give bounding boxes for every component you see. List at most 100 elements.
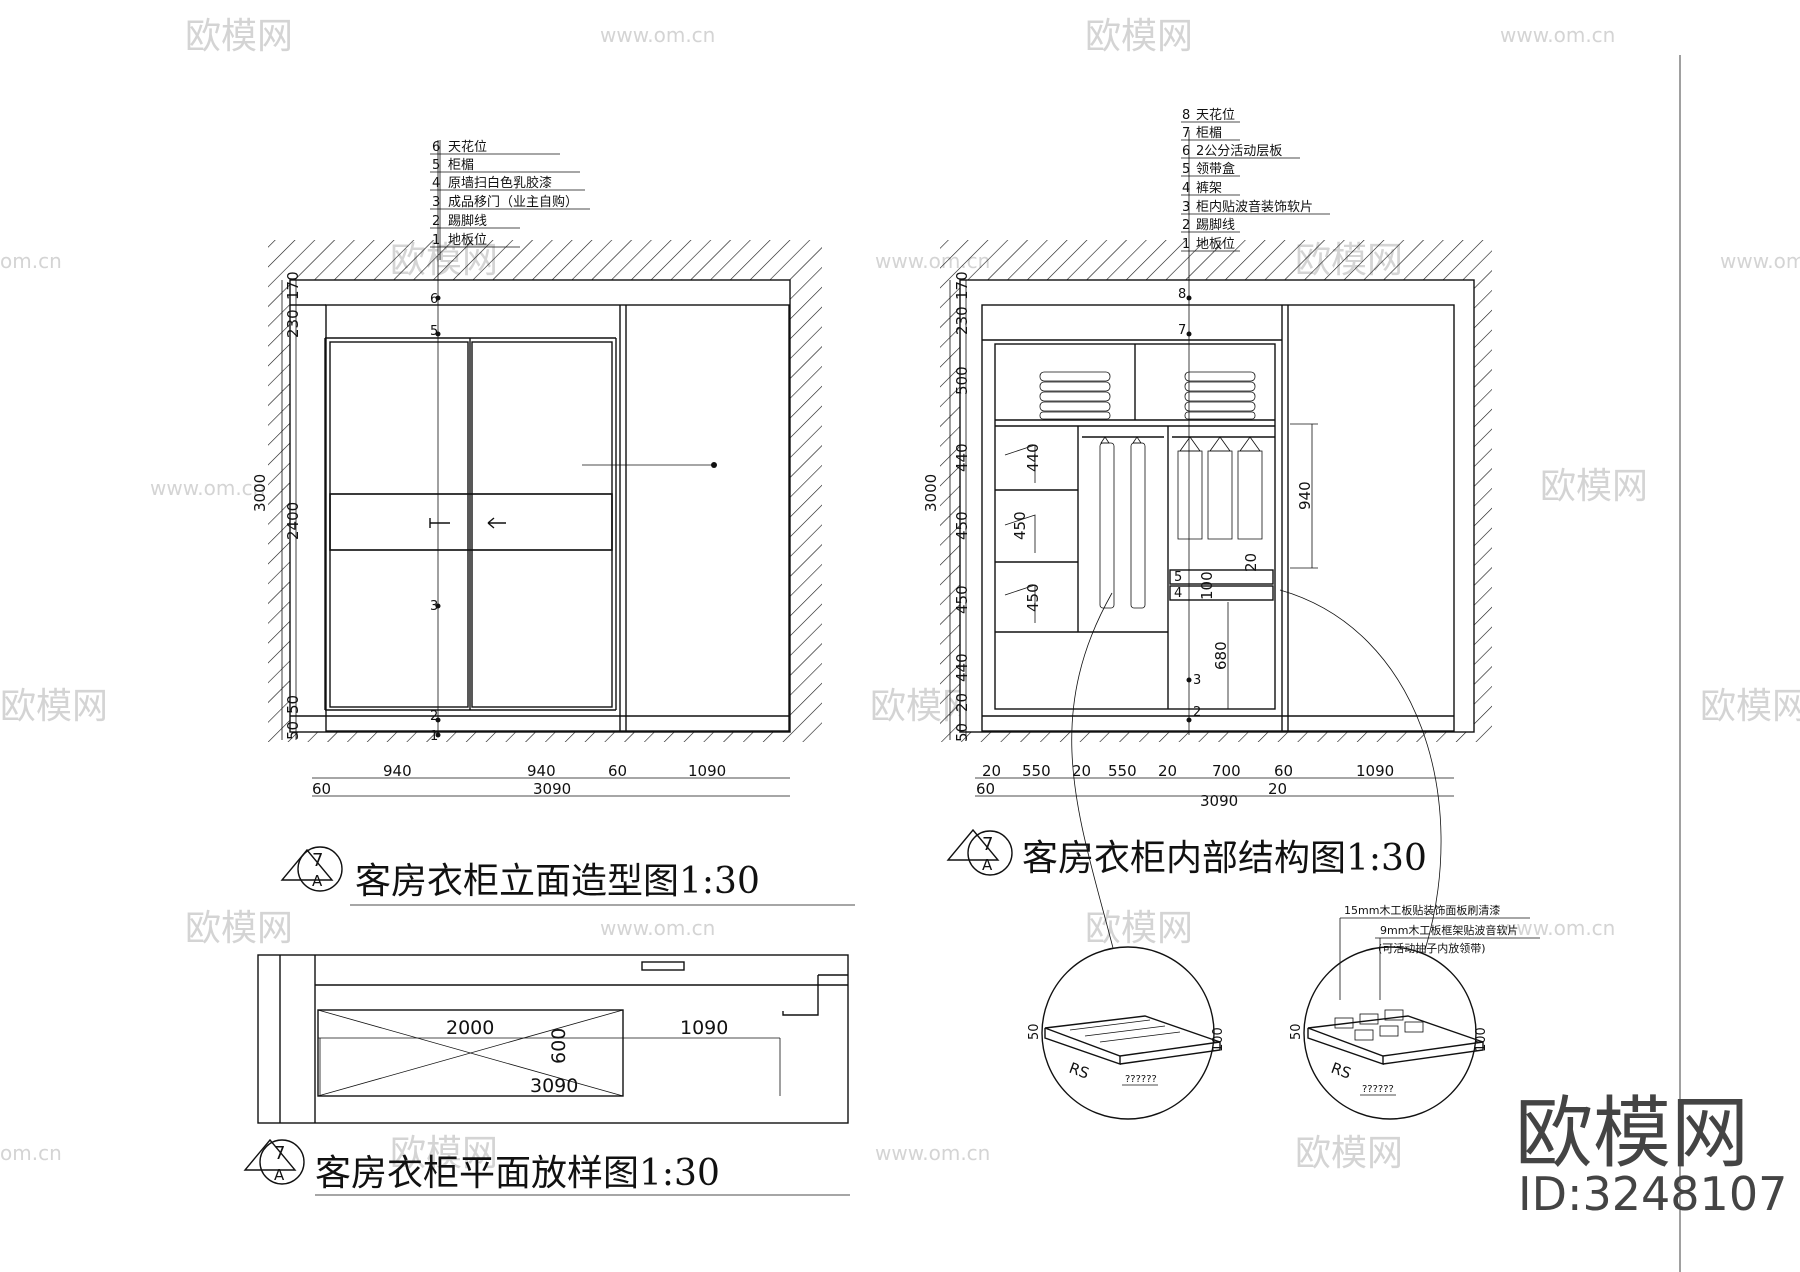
plan-outline bbox=[257, 954, 849, 1124]
marker-6: 6 bbox=[430, 292, 438, 307]
brand-id: ID:3248107 bbox=[1518, 1167, 1787, 1221]
callout-text: 天花位 bbox=[1196, 107, 1235, 123]
callout-text: 地板位 bbox=[1196, 237, 1235, 252]
tie-tray-detail bbox=[1044, 1015, 1221, 1065]
watermark-brand: 欧模网 bbox=[185, 908, 293, 949]
callout-number: 4 bbox=[1182, 181, 1190, 196]
detail-dim: RS bbox=[1329, 1059, 1354, 1083]
watermark-brand: 欧模网 bbox=[0, 686, 108, 727]
detail-circle-left bbox=[1041, 946, 1215, 1120]
dim-value: 450 bbox=[953, 585, 971, 614]
callout-text: 踢脚线 bbox=[1196, 217, 1235, 233]
marker-1: 1 bbox=[430, 729, 438, 744]
dim-value: 550 bbox=[1108, 762, 1137, 780]
dim-value: 60 bbox=[1274, 762, 1293, 780]
detail-dim: 100 bbox=[1211, 1027, 1226, 1052]
hanging-shirts-icon bbox=[1177, 436, 1263, 540]
callout-number: 3 bbox=[1182, 200, 1190, 215]
plan-dim-1090: 1090 bbox=[680, 1017, 728, 1039]
rack-tray-detail bbox=[1307, 1009, 1484, 1065]
inner-dim: 5 bbox=[1174, 570, 1182, 585]
callout-text: 天花位 bbox=[448, 139, 487, 155]
detail-dim: RS bbox=[1067, 1059, 1092, 1083]
callout-number: 2 bbox=[432, 214, 440, 229]
marker-2: 2 bbox=[1193, 705, 1201, 720]
callout-text: 2公分活动层板 bbox=[1196, 144, 1282, 159]
title-symbol-letter: A bbox=[274, 1166, 285, 1184]
dim-total: 3090 bbox=[533, 780, 571, 798]
interior-title: 客房衣柜内部结构图1:30 bbox=[1022, 838, 1427, 879]
dim-edge: 60 bbox=[312, 780, 331, 798]
callout-number: 4 bbox=[432, 176, 440, 191]
callout-text: 柜楣 bbox=[1196, 126, 1222, 141]
dim-value: 550 bbox=[1022, 762, 1051, 780]
dim-value: 20 bbox=[982, 762, 1001, 780]
plan-title: 客房衣柜平面放样图1:30 bbox=[315, 1153, 720, 1194]
dim-value: 440 bbox=[953, 653, 971, 682]
callout-number: 8 bbox=[1182, 108, 1190, 123]
dim-door-left: 940 bbox=[383, 762, 412, 780]
interior-drawing: 8 7 3 2 8 天花位 7 柜楣 6 2公分活动层板 5 领带盒 4 裤架 … bbox=[922, 107, 1492, 879]
callout-text: 地板位 bbox=[448, 233, 487, 248]
watermark-url: www.om.cn bbox=[150, 476, 265, 500]
dim-lintel: 230 bbox=[284, 309, 302, 338]
dim-value: 500 bbox=[953, 366, 971, 395]
dim-value: 20 bbox=[1158, 762, 1177, 780]
title-symbol-letter: A bbox=[982, 856, 993, 874]
watermark-brand: 欧模网 bbox=[390, 1133, 498, 1174]
callout-text: 成品移门（业主自购） bbox=[448, 194, 578, 210]
inner-dim: 100 bbox=[1198, 571, 1216, 600]
dim-value: 20 bbox=[1072, 762, 1091, 780]
dim-height: 3000 bbox=[251, 474, 269, 512]
callout-number: 5 bbox=[432, 158, 440, 173]
wardrobe-frame bbox=[325, 304, 790, 732]
callout-number: 1 bbox=[432, 233, 440, 248]
elevation-callouts: 6 天花位 5 柜楣 4 原墙扫白色乳胶漆 3 成品移门（业主自购） 2 踢脚线… bbox=[430, 139, 590, 260]
dim-total: 3090 bbox=[1200, 792, 1238, 810]
opening-outline bbox=[289, 279, 791, 733]
dim-floor: 50 bbox=[284, 721, 302, 740]
dim-value: 20 bbox=[953, 693, 971, 712]
watermark-brand: 欧模网 bbox=[1085, 16, 1193, 57]
callout-text: 裤架 bbox=[1196, 181, 1222, 196]
watermark-brand: 欧模网 bbox=[185, 16, 293, 57]
branding-block: 欧模网 ID:3248107 bbox=[1515, 1089, 1787, 1221]
dim-value: 60 bbox=[976, 780, 995, 798]
watermark-url: www.om.cn bbox=[1500, 916, 1615, 940]
inner-dim: 680 bbox=[1212, 641, 1230, 670]
callout-number: 1 bbox=[1182, 237, 1190, 252]
plan-dim-2000: 2000 bbox=[446, 1017, 494, 1039]
hanging-trousers-icon bbox=[1099, 436, 1146, 609]
detail-caption: ?????? bbox=[1125, 1074, 1157, 1085]
tie-box bbox=[1169, 569, 1274, 585]
elevation-title: 客房衣柜立面造型图1:30 bbox=[355, 861, 760, 902]
plan-drawing: 2000 1090 600 3090 7 A 客房衣柜平面放样图1:30 bbox=[243, 954, 850, 1196]
title-symbol-letter: A bbox=[312, 872, 323, 890]
callout-number: 7 bbox=[1182, 126, 1190, 141]
dim-door-right: 940 bbox=[527, 762, 556, 780]
callout-text: 柜楣 bbox=[448, 158, 474, 173]
watermark-brand: 欧模网 bbox=[1700, 686, 1800, 727]
detail-dim: 50 bbox=[1027, 1023, 1042, 1040]
dim-value: 440 bbox=[953, 443, 971, 472]
inner-dim: 20 bbox=[1242, 553, 1260, 572]
dim-value: 170 bbox=[953, 271, 971, 300]
detail-dim: 50 bbox=[1289, 1023, 1304, 1040]
title-symbol-number: 7 bbox=[982, 834, 993, 855]
dim-height: 3000 bbox=[922, 474, 940, 512]
watermark-brand: 欧模网 bbox=[1540, 466, 1648, 507]
folded-clothes-icon bbox=[1184, 371, 1256, 420]
dim-value: 50 bbox=[953, 723, 971, 742]
watermark-url: www.om.cn bbox=[1500, 23, 1615, 47]
watermark-url: www.om.cn bbox=[1720, 249, 1800, 273]
plan-dim-3090: 3090 bbox=[530, 1075, 578, 1097]
title-symbol-number: 7 bbox=[274, 1143, 285, 1164]
dim-value: 700 bbox=[1212, 762, 1241, 780]
callout-number: 2 bbox=[1182, 218, 1190, 233]
callout-number: 5 bbox=[1182, 162, 1190, 177]
watermark-url: www.om.cn bbox=[875, 1141, 990, 1165]
door-decor-band bbox=[329, 493, 613, 551]
marker-7: 7 bbox=[1178, 323, 1186, 338]
